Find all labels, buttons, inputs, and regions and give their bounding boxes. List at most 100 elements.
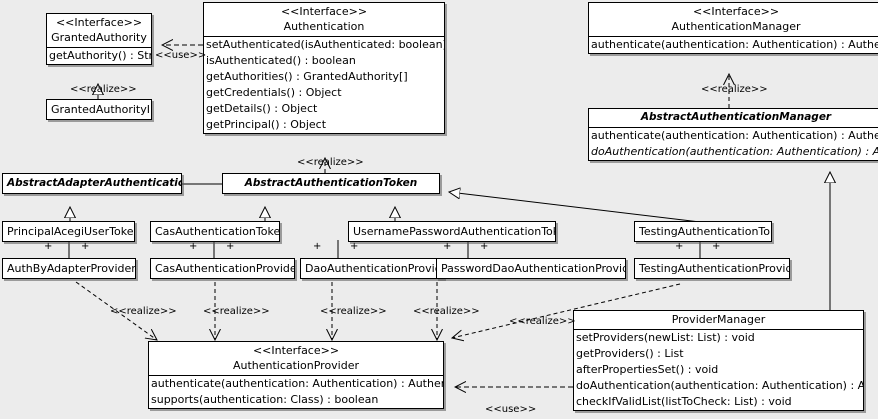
association-end-marker: + <box>443 241 452 252</box>
operation: setAuthenticated(isAuthenticated: boolea… <box>206 38 445 51</box>
class-box-granted-authority[interactable]: <<Interface>> GrantedAuthority getAuthor… <box>46 13 152 65</box>
class-box-auth-by-adapter-provider[interactable]: AuthByAdapterProvider <box>2 258 136 279</box>
operation: getAuthorities() : GrantedAuthority[] <box>206 70 408 83</box>
class-name: CasAuthenticationProvider <box>155 262 295 275</box>
operation: authenticate(authentication: Authenticat… <box>591 38 878 51</box>
class-header: <<Interface>> AuthenticationProvider <box>149 342 443 375</box>
operations-compartment: setProviders(newList: List) : void getPr… <box>574 330 863 410</box>
operation: getCredentials() : Object <box>206 86 342 99</box>
edge-label-realize-dao-provider: <<realize>> <box>320 306 387 317</box>
class-name: ProviderManager <box>671 313 766 326</box>
class-header: <<Interface>> GrantedAuthority <box>47 14 151 47</box>
association-end-marker: + <box>313 241 322 252</box>
operations-compartment: authenticate(authentication: Authenticat… <box>589 128 878 160</box>
class-header: PasswordDaoAuthenticationProvider <box>437 259 625 278</box>
edge-label-realize-granted-authority-impl: <<realize>> <box>70 84 137 95</box>
class-name: GrantedAuthority <box>51 31 147 44</box>
edge-label-use-authentication-granted-authority: <<use>> <box>155 50 207 61</box>
class-box-authentication-provider[interactable]: <<Interface>> AuthenticationProvider aut… <box>148 341 444 409</box>
association-end-marker: + <box>226 241 235 252</box>
operations-compartment: authenticate(authentication: Authenticat… <box>589 37 878 53</box>
operation: getProviders() : List <box>576 347 684 360</box>
class-header: AbstractAdapterAuthenticationToken <box>3 174 181 193</box>
compartment-divider <box>204 36 444 37</box>
operations-compartment: getAuthority() : String <box>47 48 151 64</box>
operation: getDetails() : Object <box>206 102 318 115</box>
compartment-divider <box>589 127 878 128</box>
class-name: AuthenticationManager <box>671 20 801 33</box>
class-name: DaoAuthenticationProvider <box>305 262 444 275</box>
operation: getAuthority() : String <box>49 49 152 62</box>
class-box-principal-acegi-user-token[interactable]: PrincipalAcegiUserToken <box>2 221 135 242</box>
edge-label-realize-passworddao-provider: <<realize>> <box>413 306 480 317</box>
class-header: TestingAuthenticationToken <box>635 222 771 241</box>
class-box-authentication-manager[interactable]: <<Interface>> AuthenticationManager auth… <box>588 2 878 54</box>
operation: supports(authentication: Class) : boolea… <box>151 393 379 406</box>
class-name: TestingAuthenticationProvider <box>639 262 790 275</box>
operation: doAuthentication(authentication: Authent… <box>576 379 863 392</box>
class-name: GrantedAuthorityImpl <box>51 103 151 116</box>
edge-label-realize-testing-provider: <<realize>> <box>509 316 576 327</box>
association-end-marker: + <box>189 241 198 252</box>
class-stereotype: <<Interface>> <box>55 16 143 29</box>
class-box-granted-authority-impl[interactable]: GrantedAuthorityImpl <box>46 99 152 120</box>
class-name: AuthByAdapterProvider <box>7 262 136 275</box>
class-header: GrantedAuthorityImpl <box>47 100 151 119</box>
class-box-abstract-authentication-manager[interactable]: AbstractAuthenticationManager authentica… <box>588 108 878 161</box>
class-header: UsernamePasswordAuthenticationToken <box>349 222 555 241</box>
class-header: AbstractAuthenticationManager <box>589 109 878 127</box>
class-name: AbstractAdapterAuthenticationToken <box>7 177 181 189</box>
operation: authenticate(authentication: Authenticat… <box>591 129 878 142</box>
class-header: AuthByAdapterProvider <box>3 259 135 278</box>
class-header: <<Interface>> AuthenticationManager <box>589 3 878 36</box>
class-name: PrincipalAcegiUserToken <box>7 225 135 238</box>
class-name: UsernamePasswordAuthenticationToken <box>353 225 556 238</box>
class-name: AbstractAuthenticationToken <box>244 177 418 189</box>
compartment-divider <box>574 329 863 330</box>
edge-label-use-provider-manager: <<use>> <box>485 404 537 415</box>
class-box-abstract-adapter-authentication-token[interactable]: AbstractAdapterAuthenticationToken <box>2 173 182 194</box>
class-box-provider-manager[interactable]: ProviderManager setProviders(newList: Li… <box>573 310 864 411</box>
operation: getPrincipal() : Object <box>206 118 327 131</box>
association-end-marker: + <box>675 241 684 252</box>
class-header: <<Interface>> Authentication <box>204 3 444 36</box>
class-name: AbstractAuthenticationManager <box>640 111 832 123</box>
class-name: AuthenticationProvider <box>232 359 360 372</box>
operation: isAuthenticated() : boolean <box>206 54 356 67</box>
operation: authenticate(authentication: Authenticat… <box>151 377 443 390</box>
operation: checkIfValidList(listToCheck: List) : vo… <box>576 395 792 408</box>
class-stereotype: <<Interface>> <box>692 5 780 18</box>
operation: afterPropertiesSet() : void <box>576 363 719 376</box>
association-end-marker: + <box>350 241 359 252</box>
edge-label-realize-cas-provider: <<realize>> <box>203 306 270 317</box>
edge-label-realize-abstract-authentication-manager: <<realize>> <box>701 84 768 95</box>
association-end-marker: + <box>480 241 489 252</box>
class-header: CasAuthenticationToken <box>151 222 279 241</box>
class-stereotype: <<Interface>> <box>252 344 340 357</box>
class-box-testing-authentication-token[interactable]: TestingAuthenticationToken <box>634 221 772 242</box>
class-header: TestingAuthenticationProvider <box>635 259 789 278</box>
class-name: CasAuthenticationToken <box>155 225 280 238</box>
class-box-authentication[interactable]: <<Interface>> Authentication setAuthenti… <box>203 2 445 134</box>
class-name: TestingAuthenticationToken <box>639 225 771 238</box>
class-name: PasswordDaoAuthenticationProvider <box>441 262 626 275</box>
edge-generalization-testing-authentication-token <box>449 192 701 223</box>
class-box-password-dao-authentication-provider[interactable]: PasswordDaoAuthenticationProvider <box>436 258 626 279</box>
class-header: AbstractAuthenticationToken <box>223 174 439 193</box>
class-box-cas-authentication-provider[interactable]: CasAuthenticationProvider <box>150 258 295 279</box>
edge-label-realize-authbyadapter: <<realize>> <box>110 306 177 317</box>
class-box-abstract-authentication-token[interactable]: AbstractAuthenticationToken <box>222 173 440 194</box>
association-end-marker: + <box>44 241 53 252</box>
class-header: DaoAuthenticationProvider <box>301 259 443 278</box>
class-box-cas-authentication-token[interactable]: CasAuthenticationToken <box>150 221 280 242</box>
class-box-dao-authentication-provider[interactable]: DaoAuthenticationProvider <box>300 258 444 279</box>
class-box-testing-authentication-provider[interactable]: TestingAuthenticationProvider <box>634 258 790 279</box>
operation: setProviders(newList: List) : void <box>576 331 755 344</box>
compartment-divider <box>149 375 443 376</box>
association-end-marker: + <box>81 241 90 252</box>
edge-label-realize-abstract-authentication-token: <<realize>> <box>297 157 364 168</box>
operation: doAuthentication(authentication: Authent… <box>591 145 878 158</box>
association-end-marker: + <box>712 241 721 252</box>
class-box-username-password-authentication-token[interactable]: UsernamePasswordAuthenticationToken <box>348 221 556 242</box>
